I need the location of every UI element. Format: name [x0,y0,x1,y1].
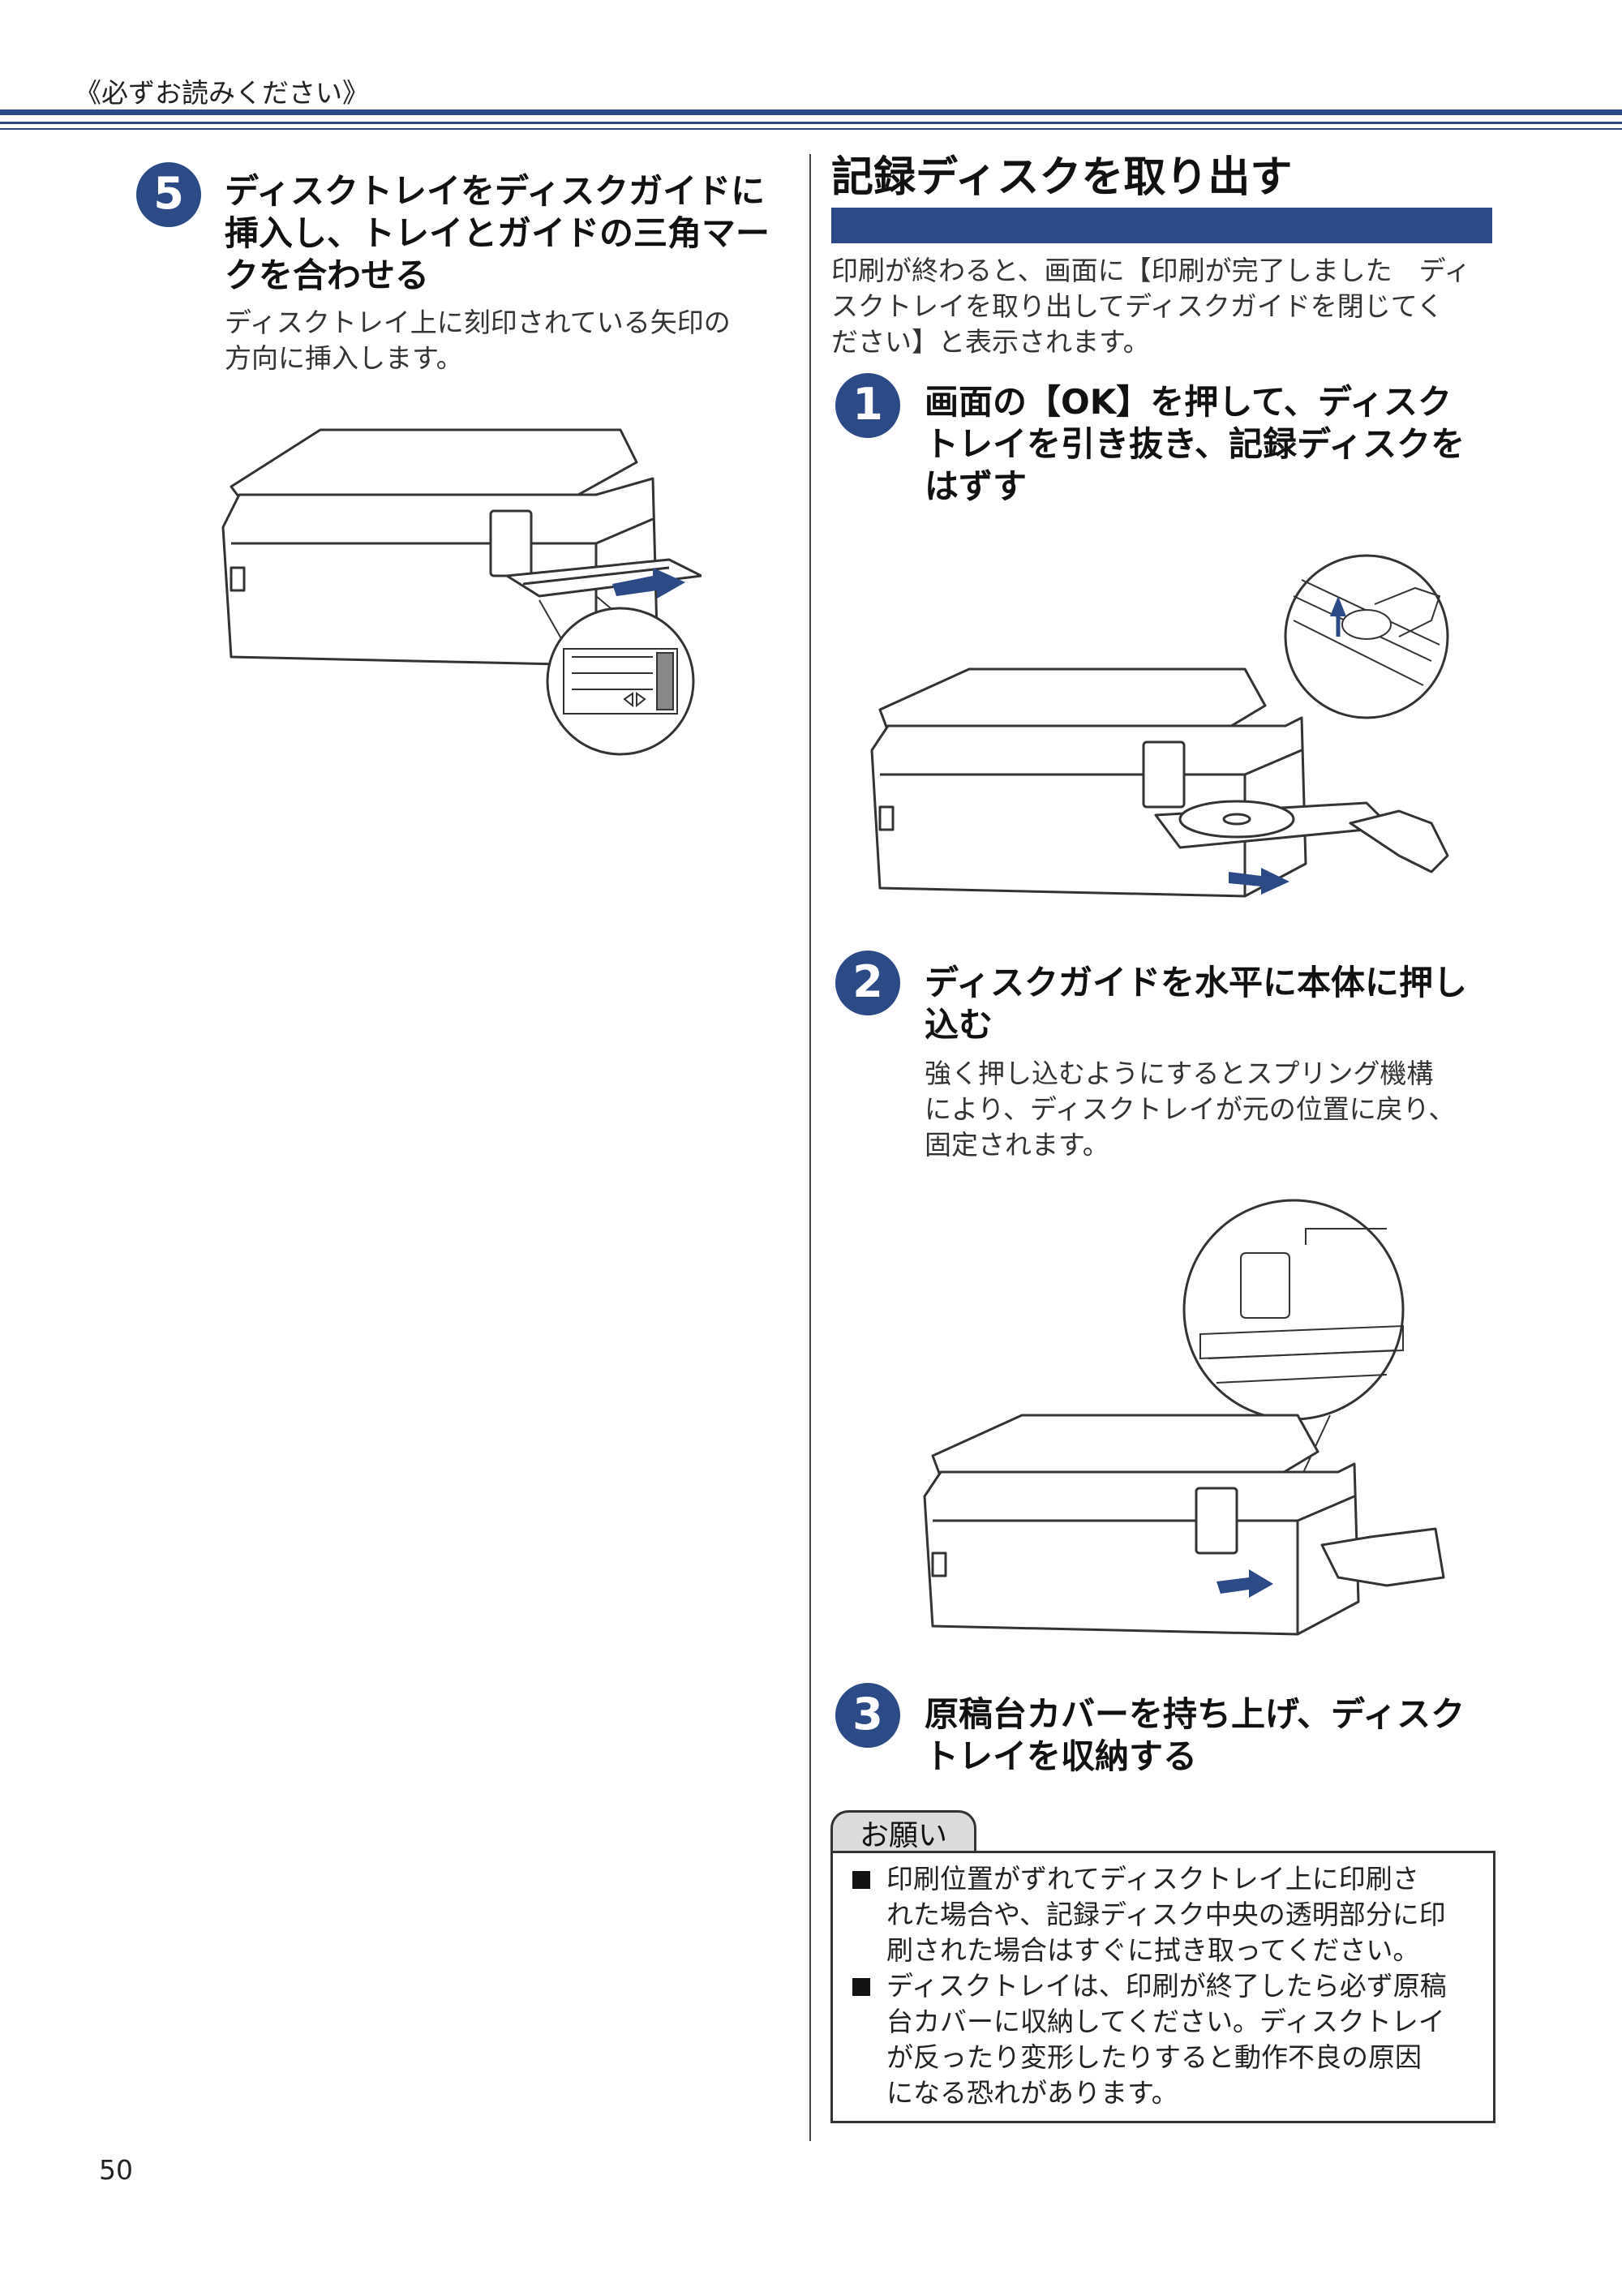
notice-box: 印刷位置がずれてディスクトレイ上に印刷さ れた場合や、記録ディスク中央の透明部分… [830,1851,1495,2123]
step-2-number: 2 [835,951,900,1015]
header-label: 《必ずお読みください》 [75,77,369,109]
step-3-number: 3 [835,1683,900,1748]
page-number: 50 [99,2154,133,2186]
header-rule [0,109,1622,115]
notice-tab: お願い [830,1810,976,1853]
bullet-square-icon [852,1978,870,1996]
step-5-number: 5 [136,162,201,227]
notice-item-1: 印刷位置がずれてディスクトレイ上に印刷さ れた場合や、記録ディスク中央の透明部分… [886,1863,1446,1966]
notice-item-2: ディスクトレイは、印刷が終了したら必ず原稿 台カバーに収納してください。ディスク… [886,1970,1447,2109]
bullet-square-icon [852,1871,870,1889]
section-title: 記録ディスクを取り出す [831,153,1293,202]
column-divider [809,154,811,2141]
printer-remove-disc-illustration [870,554,1449,898]
step-2-body: 強く押し込むようにするとスプリング機構 により、ディスクトレイが元の位置に戻り、… [925,1058,1456,1161]
step-3-title: 原稿台カバーを持ち上げ、ディスク トレイを収納する [925,1694,1465,1776]
step-5-body: ディスクトレイ上に刻印されている矢印の 方向に挿入します。 [225,307,731,374]
section-intro: 印刷が終わると、画面に【印刷が完了しました ディ スクトレイを取り出してディスク… [831,255,1471,358]
step-1-title: 画面の【OK】を押して、ディスク トレイを引き抜き、記録ディスクを はずす [925,382,1465,506]
printer-push-guide-illustration [923,1199,1445,1636]
header-rule-thin [0,122,1622,124]
step-1-number: 1 [835,373,900,438]
printer-disc-tray-insert-illustration [221,428,702,756]
step-2-title: ディスクガイドを水平に本体に押し 込む [925,963,1468,1045]
header-rule-thinner [0,128,1622,130]
step-5-title: ディスクトレイをディスクガイドに 挿入し、トレイとガイドの三角マー クを合わせる [225,171,770,295]
section-title-bar [831,208,1492,243]
